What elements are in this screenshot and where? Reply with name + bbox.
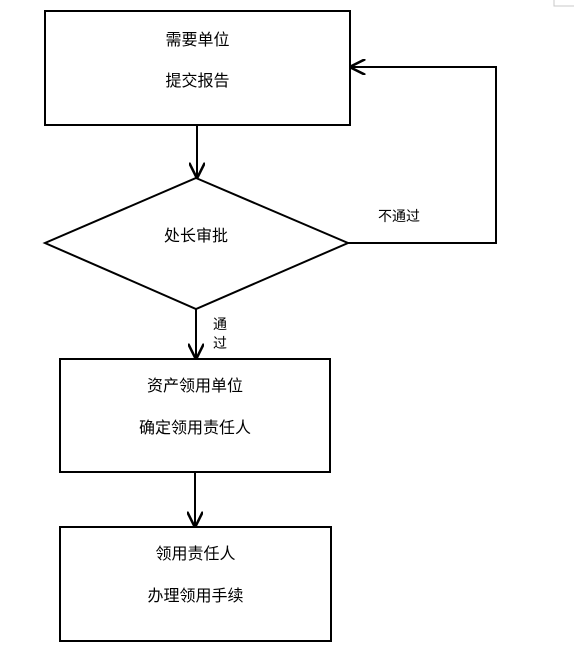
edge-reject-loop [348,67,497,244]
node-director-approval[interactable]: 处长审批 [42,176,351,311]
handle-line1: 领用责任人 [155,544,235,563]
pass-label-bottom: 过 [213,336,227,352]
node-asset-unit[interactable]: 资产领用单位 确定领用责任人 [59,358,331,473]
asset-line2: 确定领用责任人 [139,418,251,437]
reject-label: 不通过 [378,209,420,225]
pass-label-top: 通 [213,317,227,333]
approve-line1: 处长审批 [164,226,228,245]
asset-line1: 资产领用单位 [147,376,243,395]
request-line1: 需要单位 [165,30,229,49]
handle-line2: 办理领用手续 [147,586,243,605]
corner-guide [553,0,574,7]
node-responsible-person[interactable]: 领用责任人 办理领用手续 [59,526,332,642]
node-request-report[interactable]: 需要单位 提交报告 [44,10,351,126]
request-line2: 提交报告 [165,71,229,90]
